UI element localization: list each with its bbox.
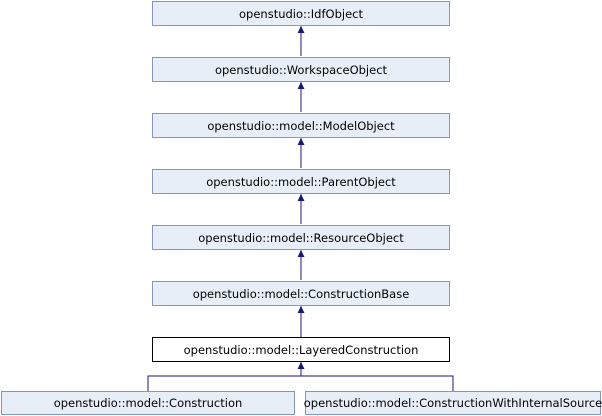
edge-constructionwithinternalsource-to-layeredconstruction: [301, 375, 454, 391]
node-idfobject[interactable]: openstudio::IdfObject: [152, 1, 450, 26]
node-parentobject[interactable]: openstudio::model::ParentObject: [152, 169, 450, 194]
node-constructionbase[interactable]: openstudio::model::ConstructionBase: [152, 281, 450, 306]
node-resourceobject[interactable]: openstudio::model::ResourceObject: [152, 225, 450, 250]
node-layeredconstruction: openstudio::model::LayeredConstruction: [152, 337, 450, 362]
edge-construction-to-layeredconstruction: [147, 362, 305, 391]
node-construction[interactable]: openstudio::model::Construction: [1, 391, 295, 415]
node-modelobject[interactable]: openstudio::model::ModelObject: [152, 113, 450, 138]
node-workspaceobject[interactable]: openstudio::WorkspaceObject: [152, 57, 450, 82]
node-constructionwithinternalsource[interactable]: openstudio::model::ConstructionWithInter…: [304, 391, 602, 415]
